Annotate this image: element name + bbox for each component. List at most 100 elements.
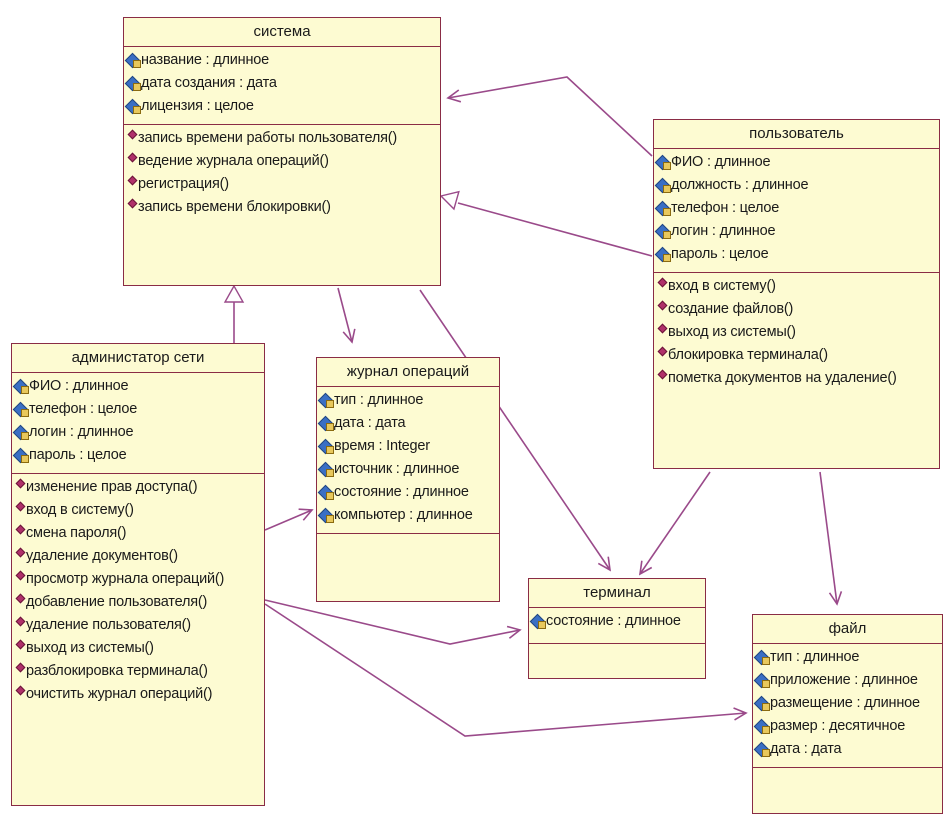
operation-text: удаление пользователя()	[26, 617, 191, 633]
operations-compartment: изменение прав доступа()вход в систему()…	[12, 474, 264, 712]
operation-text: удаление документов()	[26, 548, 178, 564]
attribute: размер : десятичное	[756, 715, 940, 738]
attribute-icon	[657, 156, 671, 170]
attribute-text: телефон : целое	[671, 200, 780, 216]
operation: выход из системы()	[15, 637, 262, 660]
attribute-text: дата создания : дата	[141, 75, 277, 91]
class-name: администатор сети	[12, 344, 264, 373]
operations-compartment: запись времени работы пользователя() веде…	[124, 125, 440, 225]
generalization-arrowhead	[439, 190, 460, 211]
attribute: должность : длинное	[657, 174, 937, 197]
attribute-icon	[657, 179, 671, 193]
operation-icon	[16, 502, 25, 511]
association-line-sistema-to-terminal	[419, 289, 611, 571]
operation-text: изменение прав доступа()	[26, 479, 198, 495]
attribute-icon	[15, 380, 29, 394]
operation-text: ведение журнала операций()	[138, 153, 329, 169]
attribute: ФИО : длинное	[657, 151, 937, 174]
attribute-text: название : длинное	[141, 52, 269, 68]
attribute-icon	[320, 440, 334, 454]
operation-icon	[16, 640, 25, 649]
class-administrator[interactable]: администатор сети ФИО : длинное телефон :…	[11, 343, 265, 806]
operation: ведение журнала операций()	[127, 150, 438, 173]
attribute: телефон : целое	[657, 197, 937, 220]
operation-icon	[128, 130, 137, 139]
operations-compartment	[529, 644, 705, 678]
association-arrowhead	[446, 89, 462, 103]
attribute-text: лицензия : целое	[141, 98, 254, 114]
class-terminal[interactable]: терминал состояние : длинное	[528, 578, 706, 679]
operation-text: выход из системы()	[668, 324, 796, 340]
attribute-icon	[127, 54, 141, 68]
operation: удаление документов()	[15, 545, 262, 568]
attribute: тип : длинное	[756, 646, 940, 669]
attribute: время : Integer	[320, 435, 497, 458]
operation: смена пароля()	[15, 522, 262, 545]
association-arrowhead	[828, 591, 843, 606]
generalization-line-polzovatel-to-sistema	[457, 202, 653, 257]
generalization-arrowhead	[223, 284, 245, 303]
association-line-polzovatel-to-terminal	[639, 471, 711, 575]
operation-text: разблокировка терминала()	[26, 663, 208, 679]
class-zhurnal[interactable]: журнал операций тип : длинное дата : дата…	[316, 357, 500, 602]
attribute: лицензия : целое	[127, 95, 438, 118]
association-arrowhead	[342, 328, 356, 344]
attribute: дата : дата	[320, 412, 497, 435]
attribute: логин : длинное	[657, 220, 937, 243]
association-arrowhead	[638, 560, 653, 576]
attribute: состояние : длинное	[532, 610, 703, 633]
operation-text: блокировка терминала()	[668, 347, 828, 363]
attribute-icon	[756, 651, 770, 665]
class-name: файл	[753, 615, 942, 644]
attribute-icon	[127, 100, 141, 114]
attribute-icon	[320, 463, 334, 477]
operation-icon	[16, 571, 25, 580]
association-line-sistema-to-zhurnal	[337, 287, 353, 343]
attribute-text: время : Integer	[334, 438, 430, 454]
attribute-text: приложение : длинное	[770, 672, 918, 688]
operation: изменение прав доступа()	[15, 476, 262, 499]
attribute: компьютер : длинное	[320, 504, 497, 527]
operation-icon	[128, 199, 137, 208]
operation: очистить журнал операций()	[15, 683, 262, 706]
class-fail[interactable]: файл тип : длинное приложение : длинное ра…	[752, 614, 943, 814]
operation: создание файлов()	[657, 298, 937, 321]
attribute-icon	[657, 248, 671, 262]
operation: удаление пользователя()	[15, 614, 262, 637]
attributes-compartment: название : длинное дата создания : дата ли…	[124, 47, 440, 125]
operation: регистрация()	[127, 173, 438, 196]
attribute-text: тип : длинное	[334, 392, 424, 408]
operation-icon	[16, 686, 25, 695]
attribute-icon	[320, 486, 334, 500]
attribute: название : длинное	[127, 49, 438, 72]
operations-compartment: вход в систему()создание файлов()выход и…	[654, 273, 939, 396]
operations-compartment	[317, 534, 499, 564]
attribute-text: ФИО : длинное	[29, 378, 129, 394]
attribute-text: ФИО : длинное	[671, 154, 771, 170]
attribute-text: телефон : целое	[29, 401, 138, 417]
operation-icon	[16, 525, 25, 534]
operation: запись времени блокировки()	[127, 196, 438, 219]
attribute-icon	[320, 417, 334, 431]
attribute-text: размещение : длинное	[770, 695, 920, 711]
attribute-icon	[320, 509, 334, 523]
operation-icon	[658, 278, 667, 287]
operation-text: создание файлов()	[668, 301, 794, 317]
operation: запись времени работы пользователя()	[127, 127, 438, 150]
attribute: размещение : длинное	[756, 692, 940, 715]
attribute-icon	[15, 403, 29, 417]
operation-text: пометка документов на удаление()	[668, 370, 897, 386]
association-arrowhead	[733, 707, 748, 721]
attribute-text: состояние : длинное	[334, 484, 469, 500]
class-name: журнал операций	[317, 358, 499, 387]
operation-text: запись времени работы пользователя()	[138, 130, 398, 146]
attribute-icon	[15, 426, 29, 440]
association-arrowhead	[597, 556, 612, 572]
association-arrowhead	[506, 625, 522, 639]
attribute-text: пароль : целое	[29, 447, 127, 463]
operation-icon	[128, 153, 137, 162]
attribute: источник : длинное	[320, 458, 497, 481]
